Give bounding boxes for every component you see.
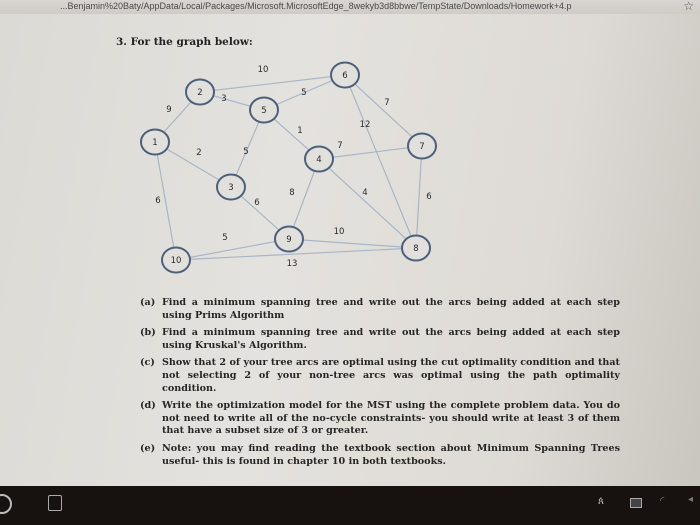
graph-node <box>216 173 246 201</box>
question-e: (e)Note: you may find reading the textbo… <box>140 442 620 467</box>
graph-edge <box>344 74 417 249</box>
edge-weight: 1 <box>297 126 302 136</box>
graph-edge <box>415 145 423 249</box>
volume-icon[interactable]: ◂ <box>688 494 694 505</box>
graph-edge <box>318 158 417 249</box>
people-icon[interactable]: ጰ <box>598 496 604 507</box>
node-label: 8 <box>413 244 418 254</box>
edge-weight: 8 <box>289 188 294 198</box>
graph-node <box>185 78 215 106</box>
node-label: 1 <box>152 138 157 148</box>
edge-weight: 9 <box>166 105 171 115</box>
edge-weight: 7 <box>384 98 389 108</box>
edge-weight: 6 <box>155 196 160 206</box>
node-label: 9 <box>286 235 291 245</box>
edge-weight: 6 <box>254 198 259 208</box>
graph-edge <box>318 145 423 160</box>
taskbar: ጰ ◜ ◂ <box>0 486 700 525</box>
edge-weight: 4 <box>362 188 367 198</box>
graph-node <box>401 234 431 262</box>
edge-weight: 10 <box>334 227 345 237</box>
problem-title: 3. For the graph below: <box>116 36 253 48</box>
edge-weight: 6 <box>426 192 431 202</box>
edge-weight: 5 <box>222 233 227 243</box>
graph-edge <box>199 74 346 93</box>
graph-edge <box>288 158 320 240</box>
edge-weight: 12 <box>360 120 371 130</box>
star-icon[interactable]: ☆ <box>683 0 694 13</box>
node-label: 7 <box>419 142 424 152</box>
edge-weight: 5 <box>243 147 248 157</box>
graph-node <box>161 246 191 274</box>
edge-weight: 2 <box>196 148 201 158</box>
edge-weight: 13 <box>287 259 298 269</box>
graph-node <box>140 128 170 156</box>
question-list: (a)Find a minimum spanning tree and writ… <box>140 297 620 473</box>
edge-weight: 3 <box>221 94 226 104</box>
task-view-icon[interactable] <box>48 495 62 511</box>
node-label: 2 <box>197 88 202 98</box>
graph-node <box>330 61 360 89</box>
graph-edge <box>175 247 417 261</box>
question-d: (d)Write the optimization model for the … <box>140 400 620 437</box>
edge-weight: 7 <box>337 141 342 151</box>
node-label: 5 <box>261 106 266 116</box>
node-label: 4 <box>316 155 321 165</box>
graph-edge <box>230 109 265 188</box>
graph-edge <box>154 141 177 261</box>
question-b: (b)Find a minimum spanning tree and writ… <box>140 327 620 351</box>
cortana-circle-icon[interactable] <box>0 494 12 514</box>
address-bar[interactable]: ...Benjamin%20Baty/AppData/Local/Package… <box>0 0 700 14</box>
question-c: (c)Show that 2 of your tree arcs are opt… <box>140 357 620 394</box>
notification-icon[interactable] <box>630 498 642 508</box>
url-text[interactable]: ...Benjamin%20Baty/AppData/Local/Package… <box>60 1 572 11</box>
graph-edge <box>288 238 417 249</box>
graph-node <box>304 145 334 173</box>
node-label: 10 <box>171 256 182 266</box>
node-label: 6 <box>342 71 347 81</box>
graph-edge <box>154 141 232 188</box>
graph-edge <box>344 74 423 147</box>
question-a: (a)Find a minimum spanning tree and writ… <box>140 297 620 321</box>
edge-weight: 5 <box>301 88 306 98</box>
edge-weight: 10 <box>258 65 269 75</box>
graph-node <box>407 132 437 160</box>
graph-node <box>249 96 279 124</box>
graph-node <box>274 225 304 253</box>
node-label: 3 <box>228 183 233 193</box>
wifi-icon[interactable]: ◜ <box>660 494 665 507</box>
graph-edge <box>175 238 290 261</box>
